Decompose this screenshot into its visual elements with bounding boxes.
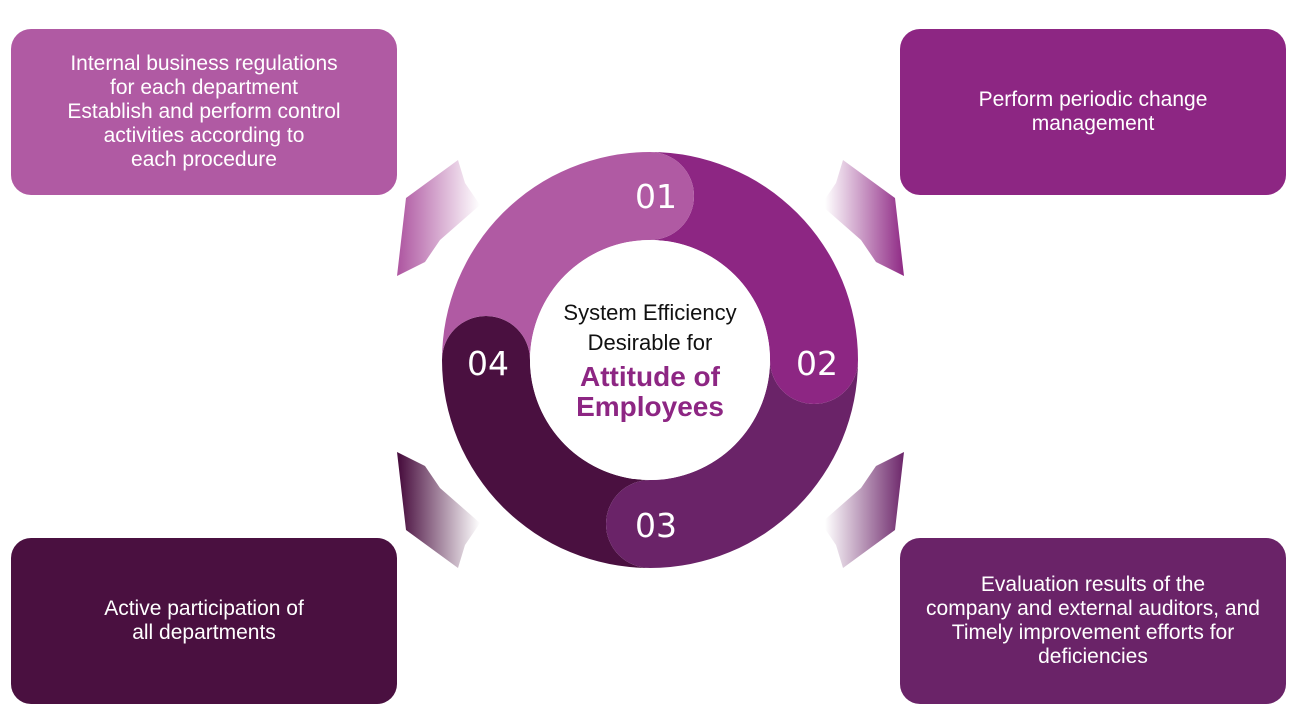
ring-segment-2	[650, 152, 858, 404]
ring-segment-1	[442, 152, 694, 360]
step-2-number: 02	[796, 344, 838, 383]
ring-segment-3	[606, 360, 858, 568]
step-3-text-line: deficiencies	[1038, 645, 1148, 668]
center-circle	[530, 240, 770, 480]
step-3-text-line: Timely improvement efforts for	[951, 621, 1235, 644]
center-line-1: System Efficiency	[563, 300, 736, 325]
step-3-text-line: company and external auditors, and	[926, 597, 1260, 620]
step-2-box: Perform periodic change management	[900, 29, 1286, 195]
step-1-text-line: activities according to	[103, 124, 305, 147]
arrow-to-step-2-icon	[821, 160, 904, 276]
step-1-text-line: Establish and perform control	[67, 100, 341, 123]
step-1-text-line: Internal business regulations	[70, 52, 338, 75]
arrow-to-step-4-icon	[397, 452, 480, 568]
center-title-line-2: Employees	[576, 391, 724, 422]
step-2-text-line: Perform periodic change	[978, 88, 1208, 111]
center-title-line-1: Attitude of	[580, 361, 721, 392]
step-3-number: 03	[635, 506, 677, 545]
center-line-2: Desirable for	[588, 330, 713, 355]
step-3-text-line: Evaluation results of the	[980, 573, 1206, 596]
step-3-box: Evaluation results of the company and ex…	[900, 538, 1286, 704]
step-1-box: Internal business regulations for each d…	[11, 29, 397, 195]
step-4-number: 04	[467, 344, 509, 383]
step-4-text-line: all departments	[132, 621, 276, 644]
arrow-to-step-3-icon	[821, 452, 904, 568]
step-1-number: 01	[635, 177, 677, 216]
step-2-text-line: management	[1031, 112, 1155, 135]
step-4-box: Active participation of all departments	[11, 538, 397, 704]
arrow-to-step-1-icon	[397, 160, 480, 276]
step-4-text-line: Active participation of	[104, 597, 304, 620]
step-1-text-line: each procedure	[131, 148, 277, 171]
ring-segment-4	[442, 316, 650, 568]
step-1-text-line: for each department	[110, 76, 298, 99]
